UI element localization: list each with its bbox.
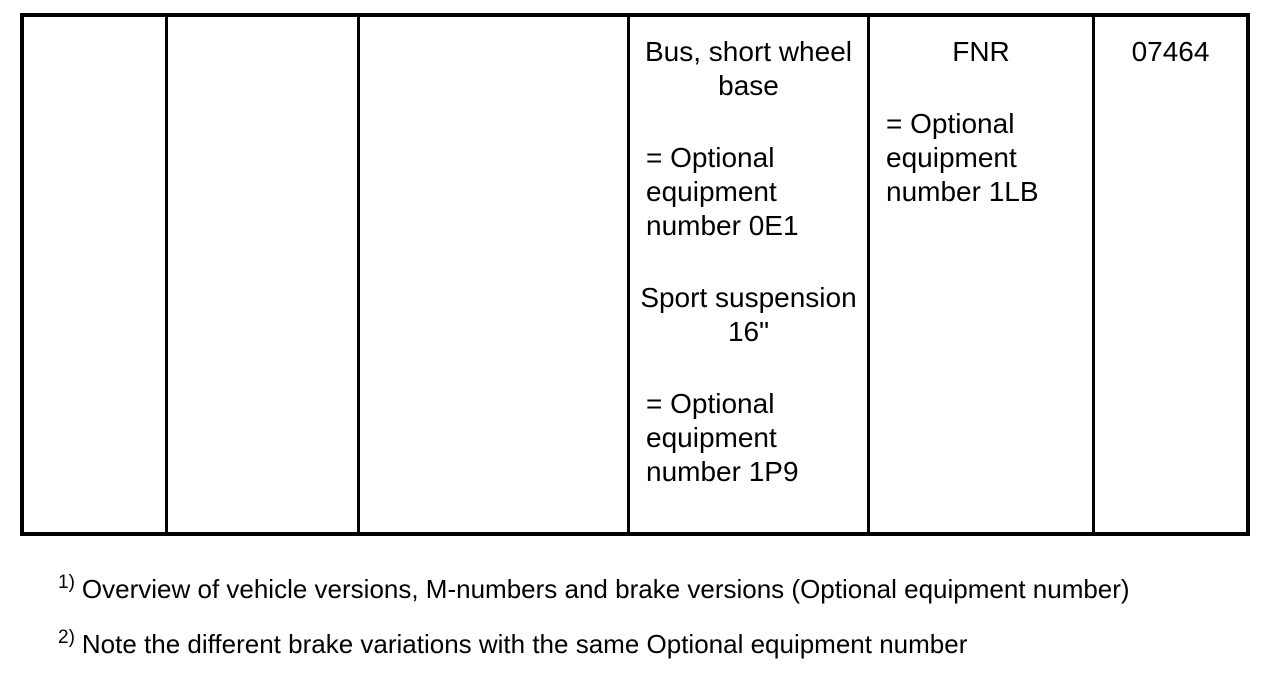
footnote: 2) Note the different brake variations wi… [58,621,1238,661]
cell-paragraph: Sport suspension 16" [640,282,857,347]
cell-paragraph: = Optional equipment number 0E1 [646,142,799,241]
cell-paragraph: Bus, short wheel base [645,36,852,101]
table-cell-2 [168,17,360,532]
footnotes: 1) Overview of vehicle versions, M-number… [58,566,1238,676]
footnote-marker: 1) [58,572,75,593]
cell-paragraph: = Optional equipment number 1P9 [646,388,799,487]
cell-paragraph: = Optional equipment number 1LB [886,108,1039,207]
table-cell-vehicle-version: Bus, short wheel base = Optional equipme… [630,17,870,532]
footnote: 1) Overview of vehicle versions, M-number… [58,566,1238,606]
cell-paragraph: 07464 [1131,36,1210,67]
footnote-text: Note the different brake variations with… [81,629,968,659]
equipment-table: Bus, short wheel base = Optional equipme… [20,13,1250,536]
table-cell-brake-version: FNR = Optional equipment number 1LB [870,17,1095,532]
footnote-marker: 2) [58,627,75,648]
cell-paragraph: FNR [952,36,1010,67]
footnote-text: Overview of vehicle versions, M-numbers … [81,574,1130,604]
table-cell-1 [24,17,168,532]
table-cell-3 [360,17,630,532]
table-cell-m-number: 07464 [1095,17,1246,532]
